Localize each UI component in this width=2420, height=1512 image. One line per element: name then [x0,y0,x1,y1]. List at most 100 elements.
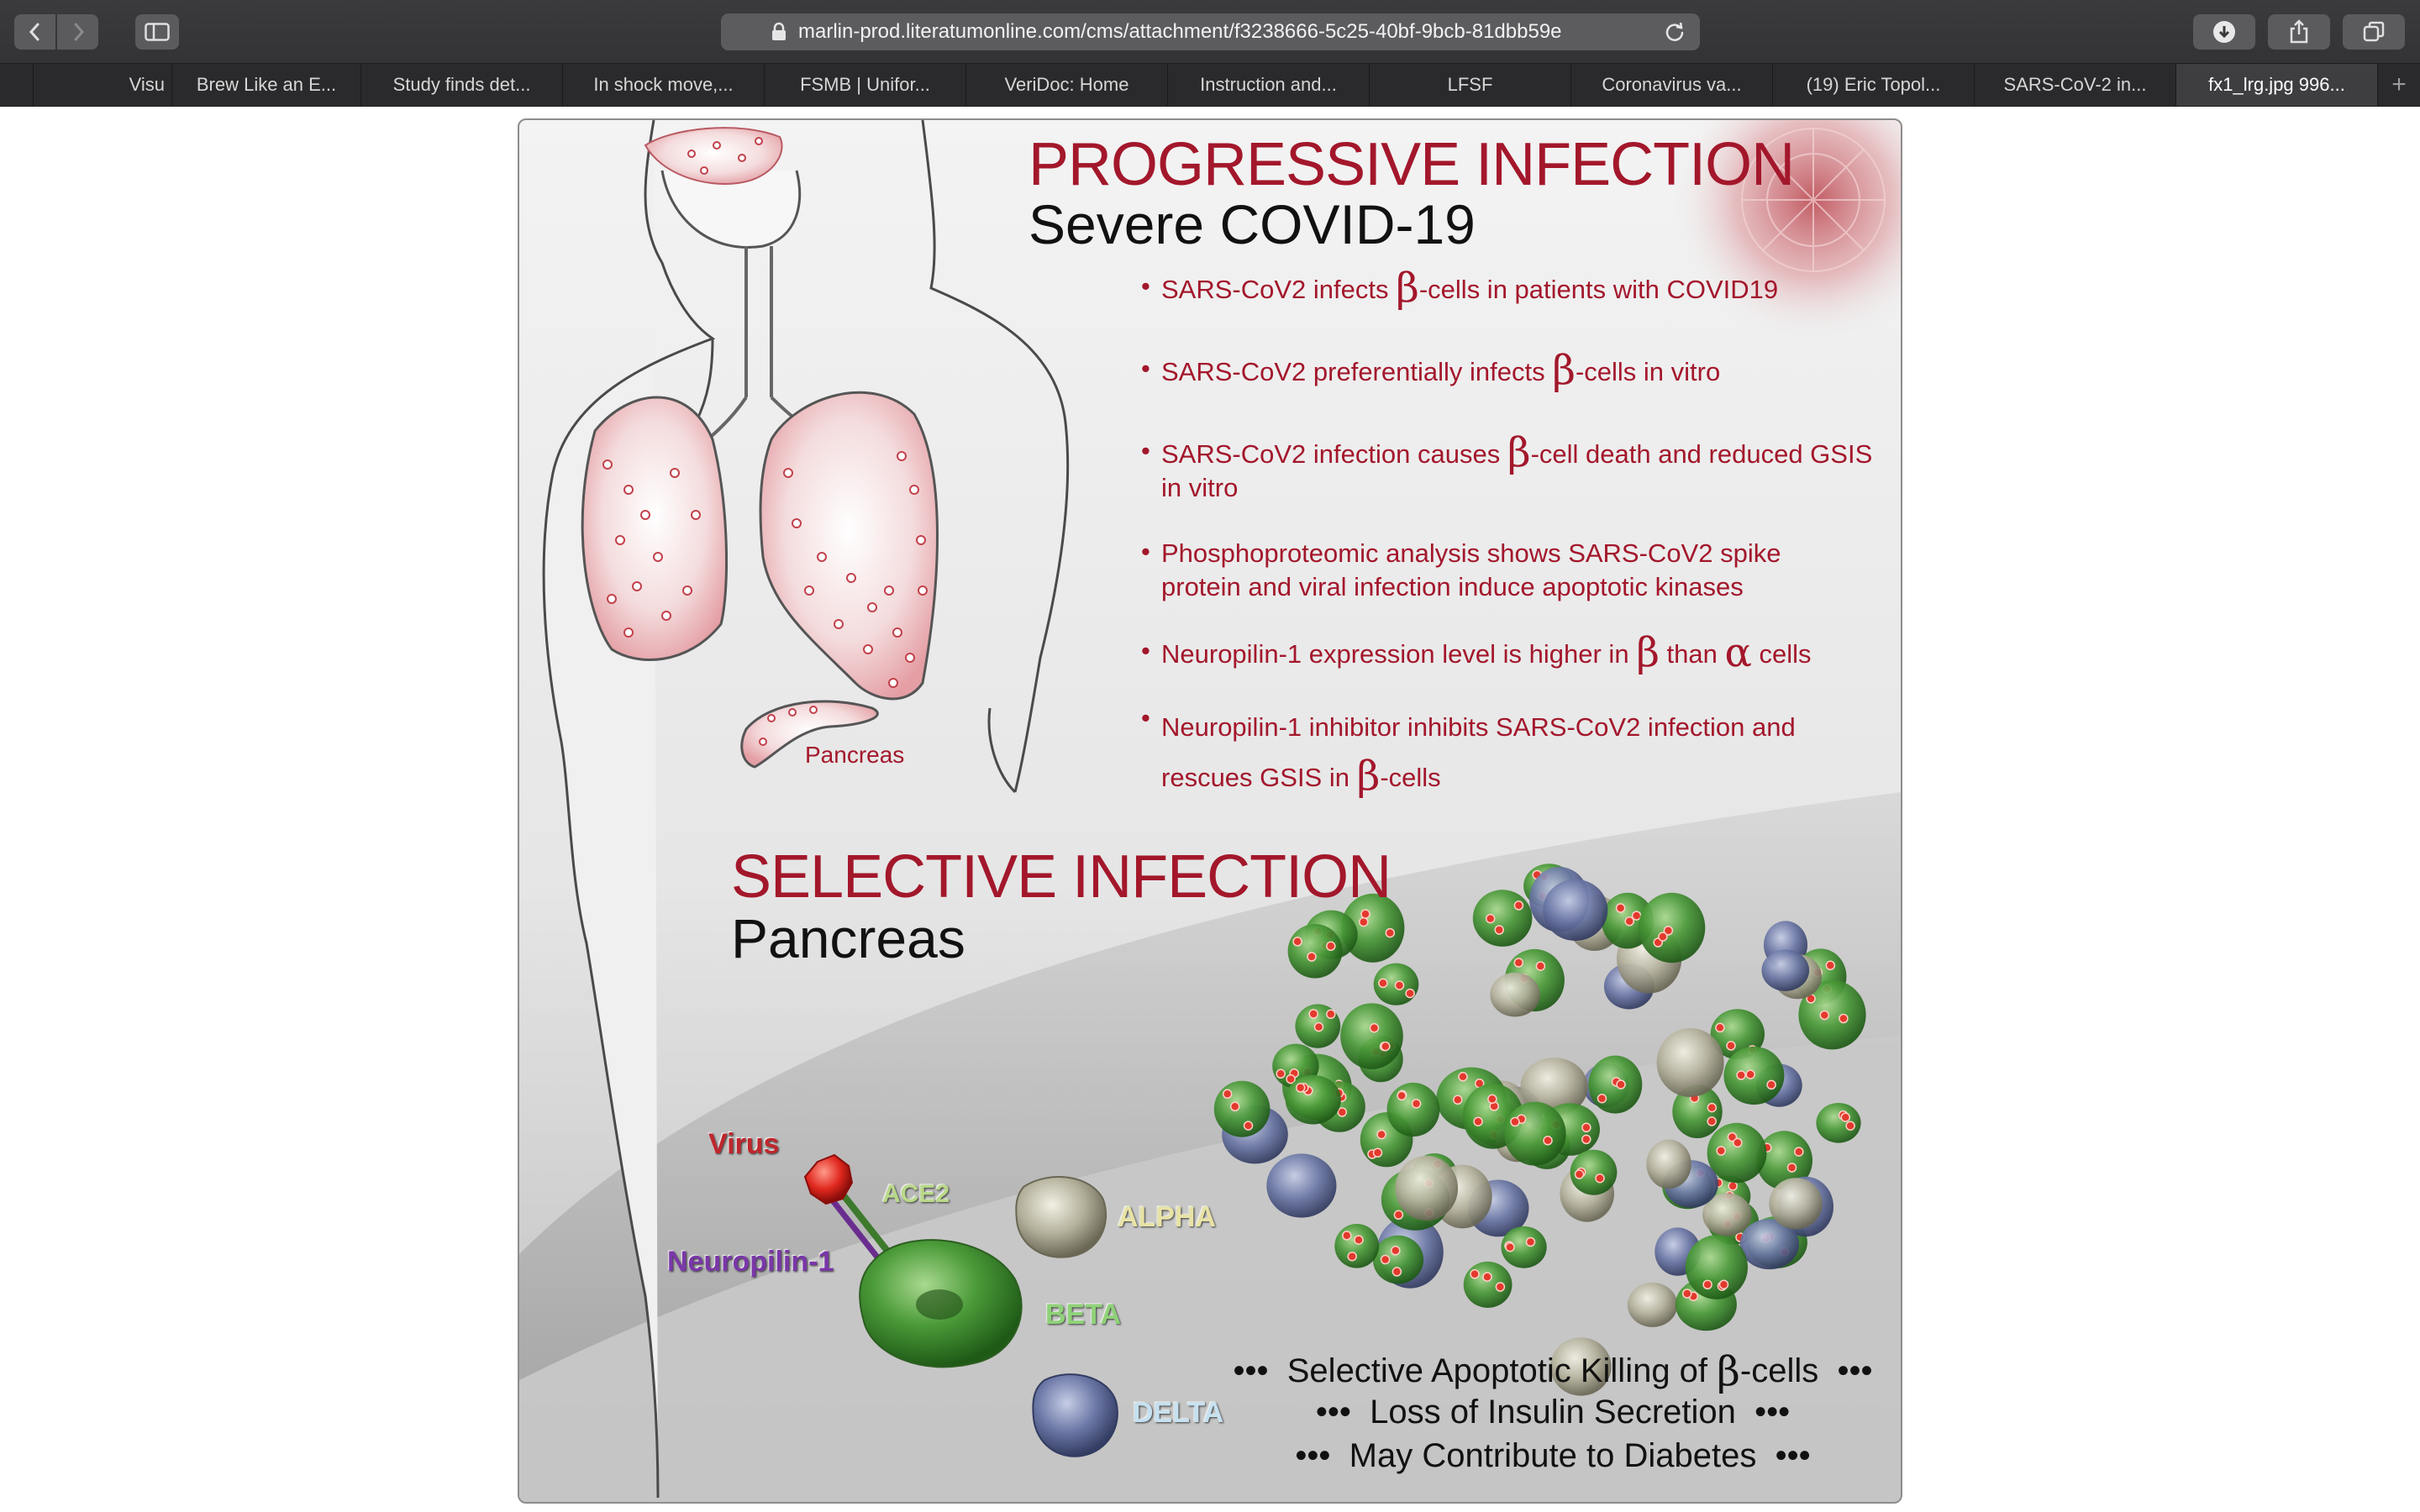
summary-text: Loss of Insulin Secretion [1370,1394,1736,1431]
nasal-cavity [644,127,783,185]
tab-item[interactable]: In shock move,... [563,64,765,106]
tab-item[interactable]: FSMB | Unifor... [765,64,966,106]
islet-cell [1685,1235,1748,1299]
virus-dot [1707,1102,1718,1113]
virus-dot [1485,913,1496,924]
islet-cell [1287,924,1343,979]
tab-item[interactable] [0,64,34,106]
ace2-label: ACE2 [882,1180,950,1208]
islet-cell [1570,1149,1618,1195]
virus-dot [1616,1079,1626,1089]
finding-item: • Neuropilin-1 expression level is highe… [1141,633,1812,673]
downloads-button[interactable] [2193,14,2255,50]
islet-cell [1340,1003,1403,1069]
finding-text: SARS-CoV2 preferentially infects [1161,357,1553,386]
share-icon [2290,19,2308,44]
tab-item[interactable]: Visu [34,64,172,106]
islet-cell [1816,1103,1861,1143]
tab-item[interactable]: Brew Like an E... [172,64,361,106]
severe-covid-subtitle: Severe COVID-19 [1028,193,1476,255]
nav-buttons [14,14,98,50]
islet-cell [1543,879,1608,941]
bullet-dot: • [1141,703,1150,732]
tab-item[interactable]: Coronavirus va... [1571,64,1773,106]
tab-item[interactable]: Instruction and... [1168,64,1370,106]
finding-text: -cells [1380,763,1441,792]
virus-dot [1658,932,1668,942]
greek-letter: β [1507,429,1531,476]
infection-dots [602,137,928,746]
virus-dot [1581,1134,1591,1145]
islet-cell [1463,1261,1512,1308]
virus-dot [1313,1021,1324,1032]
pancreas-illustration [740,700,879,769]
human-body-illustration [542,120,1070,1499]
virus-dot [1295,1083,1306,1093]
virus-dot [1308,1009,1318,1019]
virus-dot [1276,1068,1286,1079]
islet-cell [1472,890,1533,947]
virus-dot [1736,1070,1746,1080]
finding-item: • Phosphoproteomic analysis shows SARS-C… [1141,537,1781,604]
virus-dot [1819,1010,1830,1021]
ellipsis-dots: ••• [1754,1394,1791,1431]
tab-item[interactable]: VeriDoc: Home [966,64,1168,106]
ellipsis-dots: ••• [1775,1437,1811,1474]
virus-dot [1682,1289,1692,1299]
islet-cell [1504,1101,1566,1166]
islet-cell [1520,1058,1588,1116]
virus-dot [1513,958,1524,968]
new-tab-button[interactable]: + [2378,64,2420,106]
islet-cell [1266,1153,1337,1218]
tab-overview-button[interactable] [2343,14,2405,50]
download-icon [2213,21,2235,43]
islet-cell [1627,1282,1678,1327]
finding-item: • SARS-CoV2 infection causes β-cell deat… [1141,433,1872,505]
tab-item[interactable]: (19) Eric Topol... [1773,64,1975,106]
reload-button[interactable] [1649,13,1700,50]
finding-text: than [1659,639,1725,669]
head-illustration [660,170,802,249]
virus-dot [1397,1090,1407,1101]
tab-item[interactable]: LFSF [1370,64,1571,106]
virus-dot [1745,1069,1755,1079]
tab-item[interactable]: Study finds det... [361,64,563,106]
virus-dot [1326,941,1336,952]
islet-cell [1334,1224,1380,1268]
finding-item: • SARS-CoV2 infects β-cells in patients … [1141,268,1778,308]
sidebar-button[interactable] [135,14,179,50]
left-lung [581,396,729,661]
greek-letter: β [1356,753,1381,800]
virus-dot [1292,937,1302,947]
tab-label: Brew Like an E... [196,74,337,95]
plus-icon: + [2391,71,2407,98]
tab-item[interactable]: SARS-CoV-2 in... [1975,64,2176,106]
virus-dot [1487,1094,1497,1105]
virus-dot [1381,1041,1391,1052]
forward-icon [74,23,84,41]
tabs-overview-icon [2363,21,2385,42]
virus-dot [1718,1279,1729,1289]
virus-dot [1505,1242,1515,1252]
virus-dot [1840,1112,1851,1122]
virus-dot [1380,1254,1391,1265]
share-button[interactable] [2268,14,2330,50]
address-bar[interactable]: marlin-prod.literatumonline.com/cms/atta… [721,13,1700,50]
virus-dot [1458,1072,1468,1082]
forward-button[interactable] [57,14,98,50]
virus-dot [1354,1235,1364,1245]
finding-item: • SARS-CoV2 preferentially infects β-cel… [1141,350,1720,391]
greek-letter: α [1724,629,1752,676]
delta-cell [1032,1373,1118,1457]
virus-dot [1707,1116,1717,1126]
virus-dot [1326,1009,1336,1020]
tab-item-active[interactable]: fx1_lrg.jpg 996... [2176,64,2378,106]
virus-dot [1411,1099,1422,1109]
back-button[interactable] [14,14,55,50]
virus-dot [1243,1121,1254,1131]
back-icon [29,23,39,41]
tab-label: VeriDoc: Home [1004,74,1129,95]
virus-dot [1405,988,1415,999]
ellipsis-dots: ••• [1233,1352,1269,1389]
figure-artwork [519,120,1901,1502]
